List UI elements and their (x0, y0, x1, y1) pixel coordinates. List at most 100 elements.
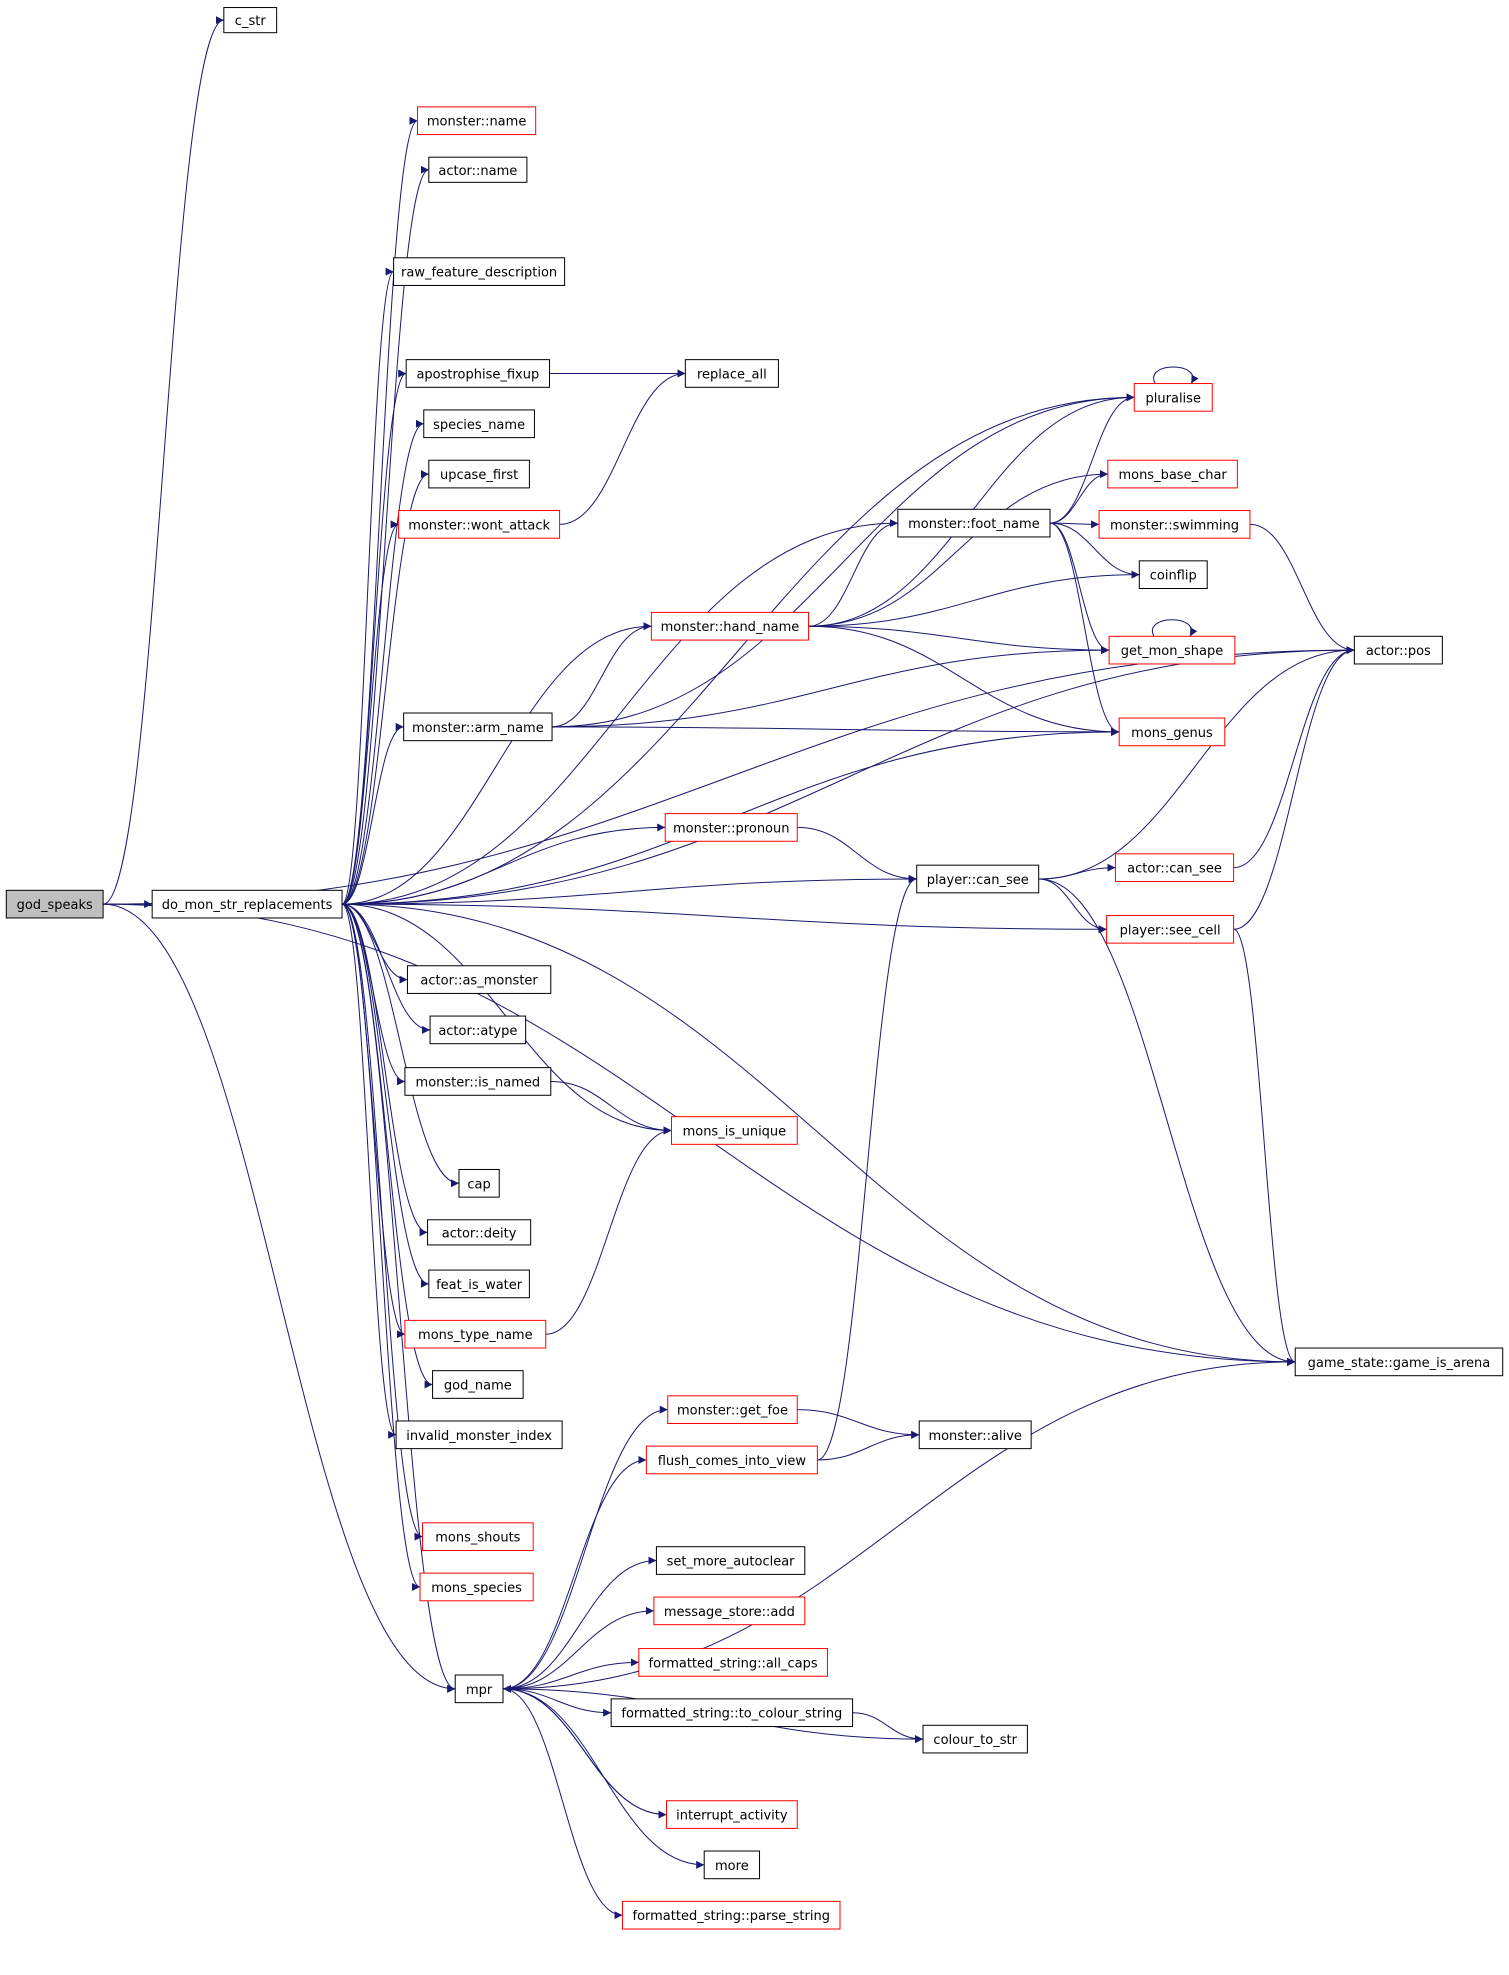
node-monster-wont-attack[interactable]: monster::wont_attack (398, 510, 561, 539)
node-mons-shouts[interactable]: mons_shouts (422, 1522, 534, 1551)
edge-flush_comes_into_view-to-player_can_see (817, 875, 917, 1461)
node-label: monster::hand_name (661, 620, 800, 635)
node-interrupt-activity[interactable]: interrupt_activity (665, 1800, 798, 1829)
node-label: actor::deity (442, 1226, 517, 1241)
node-label: invalid_monster_index (406, 1429, 552, 1444)
node-actor-deity[interactable]: actor::deity (427, 1219, 532, 1246)
node-player-see-cell[interactable]: player::see_cell (1106, 914, 1235, 944)
node-apostrophise-fixup[interactable]: apostrophise_fixup (405, 359, 551, 388)
edge-do_mon_str_replacements-to-monster_foot_name (342, 519, 898, 905)
edge-do_mon_str_replacements-to-raw_feature_description (341, 267, 395, 905)
edge-monster_hand_name-to-coinflip (808, 570, 1140, 627)
node-species-name[interactable]: species_name (423, 409, 535, 439)
node-label: monster::wont_attack (408, 518, 550, 533)
node-label: player::see_cell (1120, 923, 1221, 938)
node-label: god_speaks (17, 898, 93, 913)
edge-do_mon_str_replacements-to-upcase_first (341, 470, 429, 905)
edge-do_mon_str_replacements-to-species_name (341, 419, 424, 905)
edge-fs_to_colour_string-to-colour_to_str (852, 1712, 924, 1744)
edge-do_mon_str_replacements-to-mons_type_name (341, 903, 406, 1339)
edge-mpr-to-game_is_arena (502, 1357, 1296, 1690)
node-cap[interactable]: cap (458, 1168, 500, 1198)
node-label: monster::name (427, 115, 526, 130)
node-actor-can-see[interactable]: actor::can_see (1114, 853, 1235, 883)
node-pluralise[interactable]: pluralise (1133, 383, 1213, 412)
edge-do_mon_str_replacements-to-player_see_cell (342, 903, 1107, 934)
edge-do_mon_str_replacements-to-cap (342, 903, 459, 1188)
node-label: set_more_autoclear (667, 1555, 796, 1570)
node-label: feat_is_water (436, 1278, 523, 1293)
node-monster-pronoun[interactable]: monster::pronoun (664, 813, 798, 842)
edge-monster_foot_name-to-coinflip (1050, 522, 1140, 579)
node-label: more (715, 1859, 749, 1874)
node-actor-atype[interactable]: actor::atype (429, 1015, 527, 1045)
node-mons-is-unique[interactable]: mons_is_unique (671, 1116, 798, 1145)
edge-do_mon_str_replacements-to-mons_shouts (341, 903, 423, 1541)
node-label: get_mon_shape (1121, 644, 1223, 659)
node-label: actor::name (438, 164, 517, 179)
node-colour-to-str[interactable]: colour_to_str (922, 1724, 1028, 1754)
edge-monster_arm_name-to-get_mon_shape (552, 646, 1110, 728)
node-god-speaks[interactable]: god_speaks (5, 889, 104, 919)
node-mons-type-name[interactable]: mons_type_name (404, 1319, 547, 1349)
node-monster-get-foe[interactable]: monster::get_foe (667, 1395, 798, 1424)
node-game-is-arena[interactable]: game_state::game_is_arena (1294, 1347, 1504, 1377)
node-label: mons_shouts (435, 1531, 520, 1546)
node-monster-arm-name[interactable]: monster::arm_name (403, 712, 553, 742)
node-mons-species[interactable]: mons_species (419, 1572, 534, 1602)
node-mpr[interactable]: mpr (454, 1674, 504, 1704)
node-actor-as-monster[interactable]: actor::as_monster (406, 965, 552, 994)
node-label: mons_genus (1131, 726, 1213, 741)
node-monster-hand-name[interactable]: monster::hand_name (650, 611, 810, 641)
edge-monster_arm_name-to-pluralise (552, 393, 1135, 728)
node-upcase-first[interactable]: upcase_first (428, 459, 530, 489)
node-flush-comes-into-view[interactable]: flush_comes_into_view (645, 1445, 818, 1475)
node-monster-is-named[interactable]: monster::is_named (404, 1067, 552, 1096)
node-raw-feature-description[interactable]: raw_feature_description (393, 257, 566, 286)
edge-monster_foot_name-to-mons_genus (1049, 522, 1120, 736)
node-get-mon-shape[interactable]: get_mon_shape (1108, 635, 1236, 665)
node-fs-parse-string[interactable]: formatted_string::parse_string (621, 1900, 841, 1930)
edge-do_mon_str_replacements-to-player_can_see (342, 874, 917, 905)
edge-monster_pronoun-to-player_can_see (797, 826, 917, 883)
node-label: monster::pronoun (673, 821, 790, 836)
node-actor-pos[interactable]: actor::pos (1353, 635, 1443, 665)
node-label: player::can_see (927, 873, 1029, 888)
node-label: mpr (466, 1683, 493, 1698)
node-c-str[interactable]: c_str (223, 7, 278, 34)
node-fs-to-colour-string[interactable]: formatted_string::to_colour_string (610, 1698, 854, 1728)
node-god-name[interactable]: god_name (432, 1370, 524, 1399)
node-monster-swimming[interactable]: monster::swimming (1098, 510, 1251, 539)
node-label: message_store::add (664, 1605, 795, 1620)
edge-player_see_cell-to-actor_pos (1233, 646, 1355, 930)
node-feat-is-water[interactable]: feat_is_water (428, 1269, 530, 1299)
node-do-mon-str-replacements[interactable]: do_mon_str_replacements (151, 889, 343, 919)
edge-monster_foot_name-to-mons_base_char (1050, 470, 1108, 524)
edge-monster_get_foe-to-monster_alive (797, 1409, 920, 1439)
node-label: formatted_string::parse_string (633, 1909, 830, 1924)
node-monster-name[interactable]: monster::name (416, 106, 537, 136)
node-mons-genus[interactable]: mons_genus (1118, 717, 1226, 747)
node-monster-alive[interactable]: monster::alive (918, 1420, 1032, 1450)
node-set-more-autoclear[interactable]: set_more_autoclear (655, 1546, 806, 1575)
node-mons-base-char[interactable]: mons_base_char (1107, 459, 1238, 489)
node-monster-foot-name[interactable]: monster::foot_name (897, 508, 1051, 538)
node-label: god_name (444, 1379, 512, 1394)
edge-player_can_see-to-game_is_arena (1038, 878, 1296, 1366)
node-actor-name[interactable]: actor::name (428, 156, 528, 183)
node-invalid-monster-index[interactable]: invalid_monster_index (395, 1420, 563, 1450)
edge-mpr-to-monster_get_foe (502, 1405, 668, 1690)
node-label: formatted_string::all_caps (649, 1656, 818, 1671)
node-label: formatted_string::to_colour_string (621, 1707, 842, 1722)
node-label: flush_comes_into_view (658, 1454, 807, 1469)
node-label: actor::atype (438, 1024, 517, 1039)
node-message-store-add[interactable]: message_store::add (653, 1596, 806, 1626)
node-more[interactable]: more (703, 1850, 761, 1880)
node-player-can-see[interactable]: player::can_see (916, 864, 1040, 894)
node-coinflip[interactable]: coinflip (1138, 560, 1208, 590)
node-replace-all[interactable]: replace_all (684, 359, 779, 388)
node-label: monster::get_foe (677, 1404, 788, 1419)
edge-do_mon_str_replacements-to-actor_pos (342, 646, 1355, 905)
node-fs-all-caps[interactable]: formatted_string::all_caps (638, 1648, 828, 1677)
